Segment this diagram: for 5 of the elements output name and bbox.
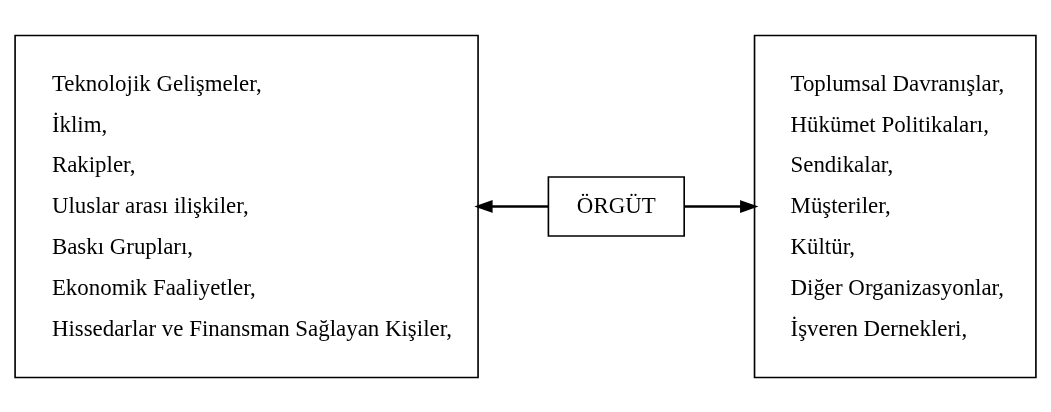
- arrow: [474, 199, 549, 213]
- arrow: [684, 199, 759, 213]
- node-box: ÖRGÜT: [547, 175, 685, 237]
- node-box: Teknolojik Gelişmeler, İklim, Rakipler, Uluslar arası ilişkiler, Baskı Grupları, Ekonomik Faaliyetler, Hissedarlar ve Finansman Sağlayan Kişiler,: [14, 34, 479, 378]
- node-box: Toplumsal Davranışlar, Hükümet Politikaları, Sendikalar, Müşteriler, Kültür, Diğer Organizasyonlar, İşveren Dernekleri,: [753, 34, 1037, 378]
